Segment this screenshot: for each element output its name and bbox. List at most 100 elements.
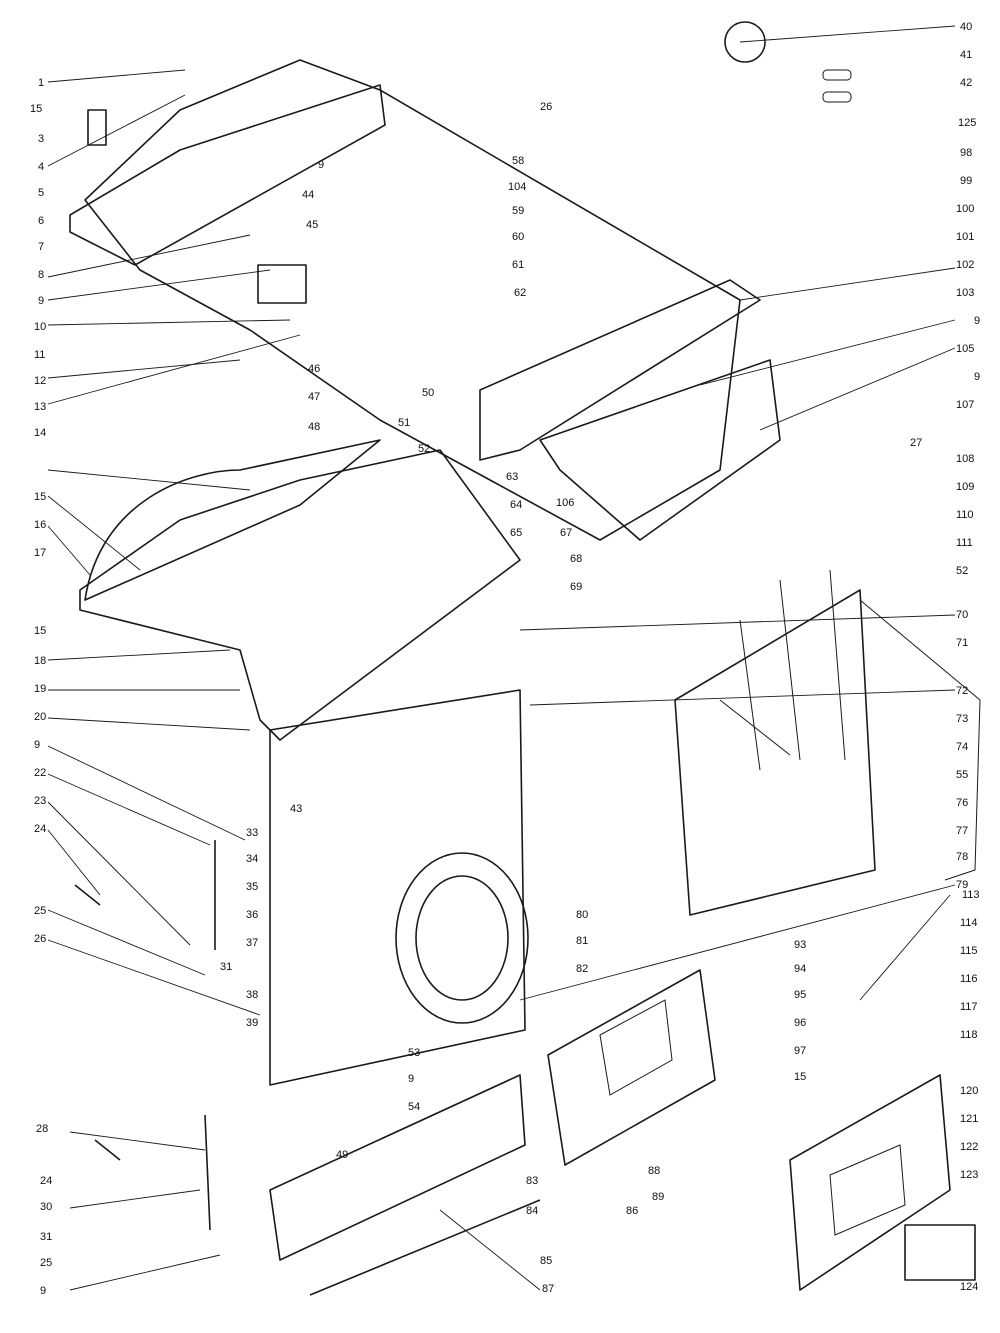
leader [47, 319, 291, 326]
transformer [257, 264, 307, 304]
callout-label: 88 [648, 1165, 660, 1177]
callout-label: 15 [34, 625, 46, 637]
harness-main-bundle [719, 569, 981, 881]
control-housing [69, 84, 386, 266]
callout-label: 79 [956, 879, 968, 891]
callout-label: 85 [540, 1255, 552, 1267]
callout-label: 99 [960, 175, 972, 187]
leader [47, 745, 246, 841]
callout-label: 106 [556, 497, 574, 509]
callout-label: 89 [652, 1191, 664, 1203]
callout-label: 86 [626, 1205, 638, 1217]
callout-label: 61 [512, 259, 524, 271]
leader [47, 359, 241, 379]
callout-label: 58 [512, 155, 524, 167]
callout-label: 65 [510, 527, 522, 539]
callout-label: 97 [794, 1045, 806, 1057]
callout-label: 101 [956, 231, 974, 243]
leader-lines [47, 25, 956, 1291]
leader [739, 25, 956, 43]
plinth-strip [309, 1199, 541, 1296]
callout-label: 108 [956, 453, 974, 465]
callout-label: 70 [956, 609, 968, 621]
callout-label: 7 [38, 241, 44, 253]
callout-label: 22 [34, 767, 46, 779]
wiring-harness-frame [674, 589, 876, 916]
callout-label: 4 [38, 161, 44, 173]
callout-label: 9 [408, 1073, 414, 1085]
callout-label: 122 [960, 1141, 978, 1153]
toe-panel [269, 1074, 526, 1261]
leader [47, 69, 186, 83]
fuse-b [822, 91, 852, 103]
callout-label: 93 [794, 939, 806, 951]
callout-label: 68 [570, 553, 582, 565]
leader [47, 234, 251, 278]
callout-label: 20 [34, 711, 46, 723]
parts-layer [69, 21, 981, 1296]
callout-label: 87 [542, 1283, 554, 1295]
callout-label: 125 [958, 117, 976, 129]
callout-label: 71 [956, 637, 968, 649]
hinge-rod-lower [204, 1114, 211, 1231]
callout-label: 16 [34, 519, 46, 531]
callout-label: 67 [560, 527, 572, 539]
callout-label: 36 [246, 909, 258, 921]
callout-label: 115 [960, 945, 978, 957]
callout-label: 49 [336, 1149, 348, 1161]
leader [47, 801, 191, 946]
callout-label: 28 [36, 1123, 48, 1135]
callout-label: 103 [956, 287, 974, 299]
main-top-section [79, 449, 521, 741]
callout-label: 42 [960, 77, 972, 89]
callout-label: 9 [38, 295, 44, 307]
callout-label: 9 [974, 371, 980, 383]
leader [759, 347, 956, 431]
callout-label: 8 [38, 269, 44, 281]
callout-label: 105 [956, 343, 974, 355]
callout-label: 59 [512, 205, 524, 217]
callout-label: 111 [956, 537, 973, 549]
callout-label: 78 [956, 851, 968, 863]
callout-label: 15 [794, 1071, 806, 1083]
leader [47, 829, 101, 896]
callout-label: 60 [512, 231, 524, 243]
callout-label: 124 [960, 1281, 978, 1293]
callout-label: 18 [34, 655, 46, 667]
callout-label: 109 [956, 481, 974, 493]
callout-label: 37 [246, 937, 258, 949]
callout-label: 41 [960, 49, 972, 61]
outer-door-window [829, 1144, 906, 1236]
leader [47, 469, 251, 491]
outer-door-panel [789, 1074, 951, 1291]
callout-label: 5 [38, 187, 44, 199]
front-cabinet [269, 689, 526, 1086]
callout-label: 15 [30, 103, 42, 115]
callout-label: 76 [956, 797, 968, 809]
callout-label: 77 [956, 825, 968, 837]
leader [47, 495, 141, 571]
leader [47, 94, 186, 167]
callout-label: 45 [306, 219, 318, 231]
callout-label: 83 [526, 1175, 538, 1187]
callout-label: 73 [956, 713, 968, 725]
callout-label: 25 [40, 1257, 52, 1269]
callout-label: 9 [974, 315, 980, 327]
callout-label: 24 [34, 823, 46, 835]
leader [439, 1209, 541, 1291]
inner-door-panel [547, 969, 716, 1166]
spring-upper [74, 884, 101, 906]
callout-label: 53 [408, 1047, 420, 1059]
callout-label: 80 [576, 909, 588, 921]
callout-label: 10 [34, 321, 46, 333]
fuse-a [822, 69, 852, 81]
callout-label: 104 [508, 181, 526, 193]
console-backplate [539, 359, 781, 541]
callout-label: 84 [526, 1205, 538, 1217]
callout-label: 82 [576, 963, 588, 975]
callout-label: 24 [40, 1175, 52, 1187]
callout-label: 116 [960, 973, 978, 985]
callout-label: 11 [34, 349, 45, 361]
callout-label: 107 [956, 399, 974, 411]
